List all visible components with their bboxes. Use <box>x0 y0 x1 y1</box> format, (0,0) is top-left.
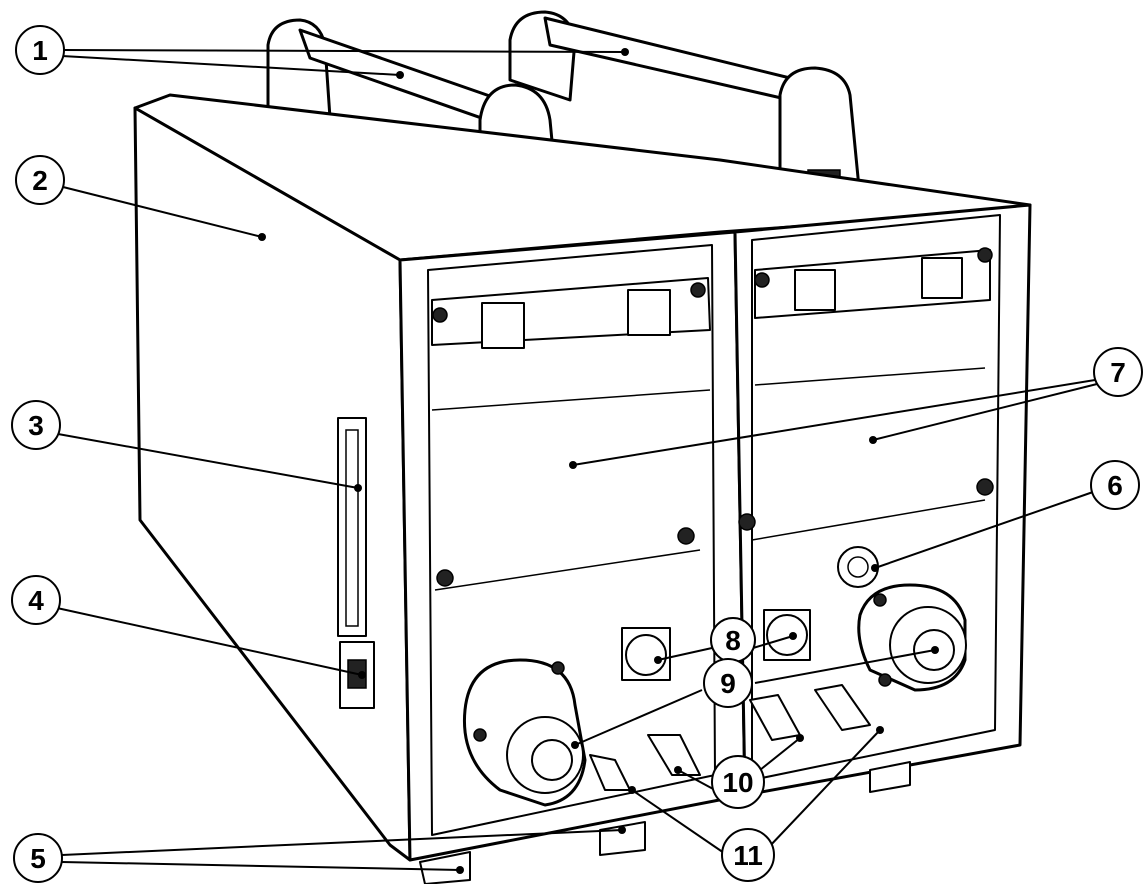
callout-1-label: 1 <box>32 35 48 66</box>
callout-1: 1 <box>15 25 65 75</box>
leader-lines <box>56 49 1098 871</box>
callout-8-label: 8 <box>725 625 741 656</box>
callout-9: 9 <box>703 658 753 708</box>
callout-5-label: 5 <box>30 843 46 874</box>
carry-handle-right <box>508 10 862 200</box>
leader-target-dots <box>258 48 939 874</box>
callout-4: 4 <box>11 575 61 625</box>
callout-7: 7 <box>1093 347 1143 397</box>
callout-3-label: 3 <box>28 410 44 441</box>
callout-8: 8 <box>710 617 756 663</box>
callout-2: 2 <box>15 155 65 205</box>
callout-3: 3 <box>11 400 61 450</box>
callout-6-label: 6 <box>1107 470 1123 501</box>
callout-7-label: 7 <box>1110 357 1126 388</box>
callout-10-label: 10 <box>722 767 753 798</box>
callout-11-label: 11 <box>733 840 763 871</box>
callout-9-label: 9 <box>720 668 736 699</box>
device-illustration <box>133 10 1032 884</box>
callout-2-label: 2 <box>32 165 48 196</box>
callout-6: 6 <box>1090 460 1140 510</box>
callout-11: 11 <box>721 828 775 882</box>
callout-4-label: 4 <box>28 585 44 616</box>
callout-10: 10 <box>711 755 765 809</box>
callout-5: 5 <box>13 833 63 883</box>
